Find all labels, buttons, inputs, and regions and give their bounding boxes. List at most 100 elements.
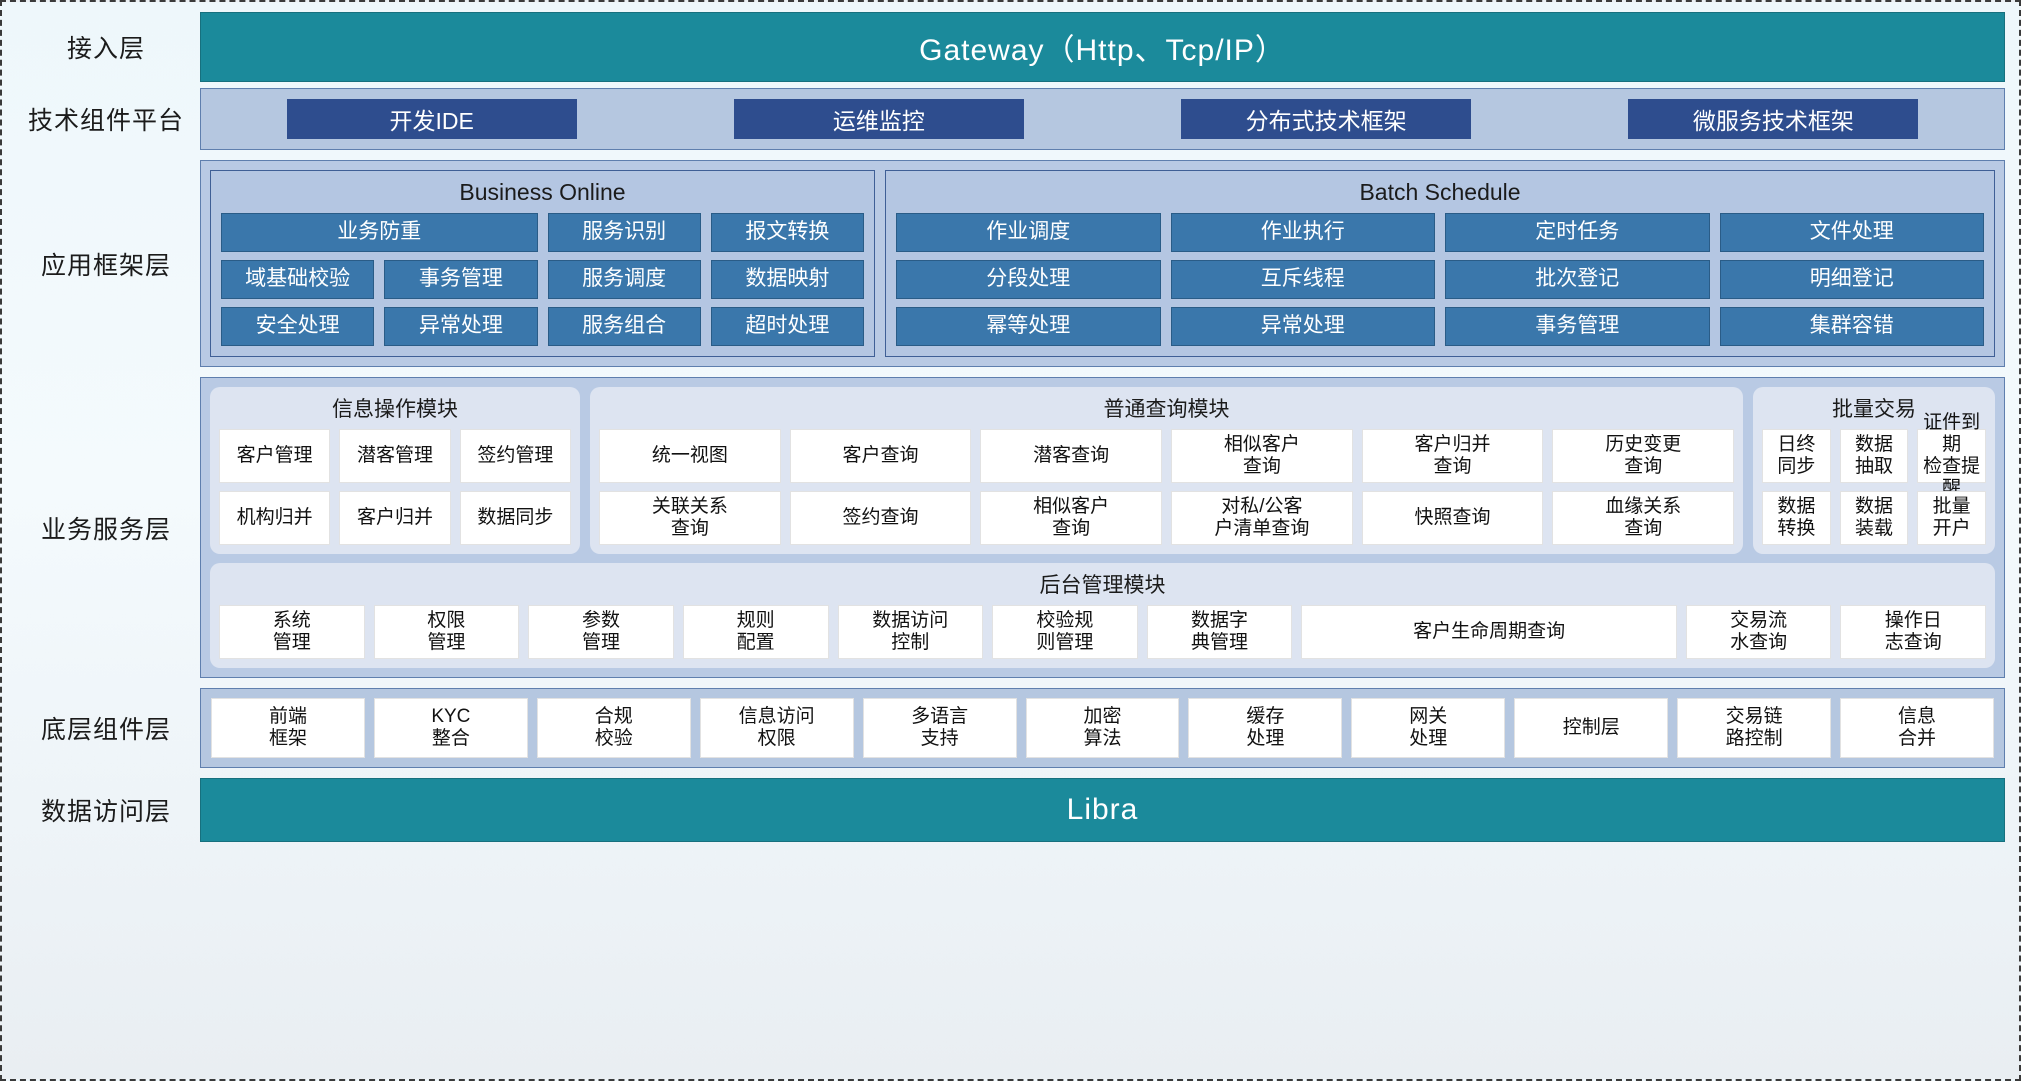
cell-unified-view[interactable]: 统一视图 <box>599 429 781 483</box>
chip-domain-base-validation[interactable]: 域基础校验 <box>221 260 375 299</box>
module-title-batch-transaction: 批量交易 <box>1832 398 1916 421</box>
chip-row: 业务防重 服务识别 报文转换 <box>221 213 864 252</box>
layer-label-base-component: 底层组件层 <box>40 716 171 744</box>
cell-permission-management[interactable]: 权限 管理 <box>373 605 520 659</box>
layer-base-component: 底层组件层 前端 框架 KYC 整合 合规 校验 信息访问 权限 多语言 支持 … <box>12 688 2005 768</box>
comp-info-access-permission[interactable]: 信息访问 权限 <box>699 698 854 758</box>
query-module-cells: 统一视图 客户查询 潜客查询 相似客户 查询 客户归并 查询 历史变更 查询 关… <box>599 429 1735 545</box>
chip-detail-registration[interactable]: 明细登记 <box>1719 260 1984 299</box>
chip-service-composition[interactable]: 服务组合 <box>547 307 701 346</box>
cell-row: 机构归并 客户归并 数据同步 <box>219 491 571 545</box>
tech-button-ops-monitor[interactable]: 运维监控 <box>733 99 1024 139</box>
chip-transaction-management[interactable]: 事务管理 <box>384 260 538 299</box>
batch-module-cells: 日终 同步 数据 抽取 证件到期 检查提醒 数据 转换 数据 装载 批量 开户 <box>1762 412 1987 545</box>
chip-data-mapping[interactable]: 数据映射 <box>710 260 864 299</box>
chip-business-dedup[interactable]: 业务防重 <box>221 213 538 252</box>
cell-org-merge[interactable]: 机构归并 <box>219 491 331 545</box>
chip-timeout-handling[interactable]: 超时处理 <box>710 307 864 346</box>
cell-data-transform[interactable]: 数据 转换 <box>1762 491 1831 545</box>
cell-customer-merge-query[interactable]: 客户归并 查询 <box>1361 429 1544 483</box>
cell-history-change-query[interactable]: 历史变更 查询 <box>1552 429 1735 483</box>
cell-prospect-query[interactable]: 潜客查询 <box>980 429 1163 483</box>
chip-security-processing[interactable]: 安全处理 <box>221 307 375 346</box>
comp-control-layer[interactable]: 控制层 <box>1514 698 1669 758</box>
admin-module-cells: 系统 管理 权限 管理 参数 管理 规则 配置 数据访问 控制 校验规 则管理 … <box>219 605 1987 659</box>
chip-idempotent-processing[interactable]: 幂等处理 <box>896 307 1161 346</box>
cell-similar-customer-query[interactable]: 相似客户 查询 <box>1171 429 1353 483</box>
cell-customer-lifecycle-query[interactable]: 客户生命周期查询 <box>1301 605 1677 659</box>
chip-service-dispatch[interactable]: 服务调度 <box>547 260 701 299</box>
cell-relation-query[interactable]: 关联关系 查询 <box>599 491 781 545</box>
chip-file-processing[interactable]: 文件处理 <box>1719 213 1984 252</box>
chip-exception-handling[interactable]: 异常处理 <box>384 307 538 346</box>
cell-row: 数据 转换 数据 装载 批量 开户 <box>1762 491 1987 545</box>
cell-parameter-management[interactable]: 参数 管理 <box>528 605 674 659</box>
comp-multilanguage-support[interactable]: 多语言 支持 <box>862 698 1017 758</box>
chip-timed-task[interactable]: 定时任务 <box>1445 213 1710 252</box>
cell-contract-management[interactable]: 签约管理 <box>459 429 571 483</box>
chip-row: 幂等处理 异常处理 事务管理 集群容错 <box>896 307 1984 346</box>
cell-data-dictionary-management[interactable]: 数据字 典管理 <box>1146 605 1293 659</box>
layer-app-framework: 应用框架层 Business Online 业务防重 服务识别 报文转换 域基础… <box>12 160 2005 367</box>
module-title-backend-admin: 后台管理模块 <box>1039 574 1166 597</box>
cell-transaction-flow-query[interactable]: 交易流 水查询 <box>1685 605 1832 659</box>
cell-eod-sync[interactable]: 日终 同步 <box>1762 429 1831 483</box>
cell-operation-log-query[interactable]: 操作日 志查询 <box>1840 605 1987 659</box>
batch-schedule-grid: 作业调度 作业执行 定时任务 文件处理 分段处理 互斥线程 批次登记 明细登记 <box>896 213 1984 346</box>
comp-cache-processing[interactable]: 缓存 处理 <box>1188 698 1343 758</box>
cell-batch-account-open[interactable]: 批量 开户 <box>1917 491 1987 545</box>
cell-prospect-management[interactable]: 潜客管理 <box>339 429 451 483</box>
tech-button-ide[interactable]: 开发IDE <box>286 99 577 139</box>
comp-kyc-integration[interactable]: KYC 整合 <box>373 698 528 758</box>
cell-data-extract[interactable]: 数据 抽取 <box>1839 429 1909 483</box>
gateway-band: Gateway（Http、Tcp/IP） <box>200 12 2005 82</box>
layer-business-service: 业务服务层 信息操作模块 客户管理 潜客管理 签约管理 机构归并 <box>12 377 2005 678</box>
chip-row: 安全处理 异常处理 服务组合 超时处理 <box>221 307 864 346</box>
module-title-common-query: 普通查询模块 <box>1103 398 1230 421</box>
tech-button-microservice-framework[interactable]: 微服务技术框架 <box>1628 99 1919 139</box>
comp-frontend-framework[interactable]: 前端 框架 <box>211 698 365 758</box>
chip-cluster-fault-tolerance[interactable]: 集群容错 <box>1719 307 1984 346</box>
cell-system-management[interactable]: 系统 管理 <box>219 605 365 659</box>
layer-tech-platform: 技术组件平台 开发IDE 运维监控 分布式技术框架 微服务技术框架 <box>12 88 2005 150</box>
comp-encryption-algorithm[interactable]: 加密 算法 <box>1025 698 1180 758</box>
cell-data-sync[interactable]: 数据同步 <box>459 491 571 545</box>
group-title-business-online: Business Online <box>459 179 626 205</box>
chip-segmented-processing[interactable]: 分段处理 <box>896 260 1161 299</box>
cell-rule-config[interactable]: 规则 配置 <box>682 605 829 659</box>
layer-data-access: 数据访问层 Libra <box>12 778 2005 842</box>
chip-message-transform[interactable]: 报文转换 <box>710 213 864 252</box>
comp-transaction-chain-control[interactable]: 交易链 路控制 <box>1677 698 1832 758</box>
comp-gateway-processing[interactable]: 网关 处理 <box>1351 698 1506 758</box>
comp-compliance-check[interactable]: 合规 校验 <box>536 698 691 758</box>
module-title-info-operation: 信息操作模块 <box>332 398 458 421</box>
group-business-online: Business Online 业务防重 服务识别 报文转换 域基础校验 事务管… <box>210 170 875 357</box>
cell-private-public-customer-list-query[interactable]: 对私/公客 户清单查询 <box>1171 491 1353 545</box>
cell-validation-rule-management[interactable]: 校验规 则管理 <box>992 605 1138 659</box>
chip-exception-handling-batch[interactable]: 异常处理 <box>1170 307 1435 346</box>
chip-job-execution[interactable]: 作业执行 <box>1170 213 1435 252</box>
cell-customer-query[interactable]: 客户查询 <box>789 429 972 483</box>
chip-job-scheduling[interactable]: 作业调度 <box>896 213 1161 252</box>
cell-certificate-expiry-reminder[interactable]: 证件到期 检查提醒 <box>1917 412 1987 499</box>
comp-info-merge[interactable]: 信息 合并 <box>1840 698 1994 758</box>
cell-data-access-control[interactable]: 数据访问 控制 <box>837 605 984 659</box>
business-service-panel: 信息操作模块 客户管理 潜客管理 签约管理 机构归并 客户归并 数据同步 <box>200 377 2005 678</box>
app-framework-panel: Business Online 业务防重 服务识别 报文转换 域基础校验 事务管… <box>200 160 2005 367</box>
chip-transaction-management-batch[interactable]: 事务管理 <box>1445 307 1710 346</box>
cell-customer-merge[interactable]: 客户归并 <box>339 491 451 545</box>
chip-service-identify[interactable]: 服务识别 <box>547 213 701 252</box>
module-common-query: 普通查询模块 统一视图 客户查询 潜客查询 相似客户 查询 客户归并 查询 历史… <box>590 387 1743 554</box>
business-online-grid: 业务防重 服务识别 报文转换 域基础校验 事务管理 服务调度 数据映射 安全处理 <box>221 213 864 346</box>
chip-mutex-thread[interactable]: 互斥线程 <box>1170 260 1435 299</box>
tech-button-distributed-framework[interactable]: 分布式技术框架 <box>1181 99 1472 139</box>
cell-data-load[interactable]: 数据 装载 <box>1839 491 1909 545</box>
cell-contract-query[interactable]: 签约查询 <box>789 491 972 545</box>
chip-batch-registration[interactable]: 批次登记 <box>1445 260 1710 299</box>
cell-customer-management[interactable]: 客户管理 <box>219 429 331 483</box>
chip-row: 分段处理 互斥线程 批次登记 明细登记 <box>896 260 1984 299</box>
cell-lineage-query[interactable]: 血缘关系 查询 <box>1552 491 1735 545</box>
cell-similar-customer-query-2[interactable]: 相似客户 查询 <box>980 491 1163 545</box>
layer-label-app-framework: 应用框架层 <box>40 251 171 280</box>
cell-snapshot-query[interactable]: 快照查询 <box>1361 491 1544 545</box>
